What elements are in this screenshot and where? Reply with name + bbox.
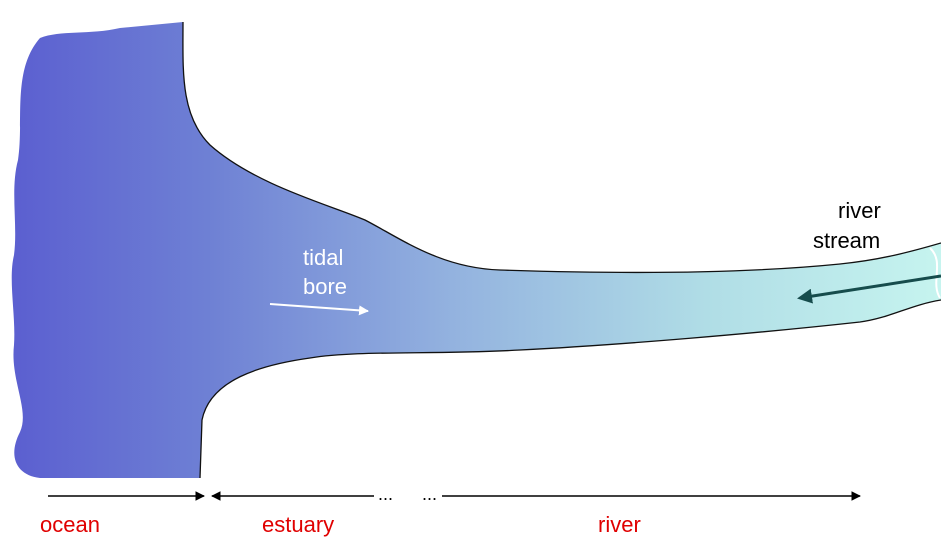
ellipsis-2: ... (422, 484, 437, 504)
ocean-label: ocean (40, 512, 100, 537)
river-source-edge (929, 247, 941, 299)
tidal-bore-arrow (269, 303, 369, 316)
river-stream-label-line2: stream (813, 228, 880, 253)
river-label: river (598, 512, 641, 537)
ellipsis-1: ... (378, 484, 393, 504)
river-stream-label-line1: river (838, 198, 881, 223)
river-stream-arrow (797, 274, 941, 304)
tidal-bore-label-line2: bore (303, 274, 347, 299)
coastline-south (199, 299, 941, 479)
water-body (11, 22, 941, 478)
tidal-bore-label-line1: tidal (303, 245, 343, 270)
estuary-label: estuary (262, 512, 334, 537)
coastline-north (182, 21, 941, 274)
